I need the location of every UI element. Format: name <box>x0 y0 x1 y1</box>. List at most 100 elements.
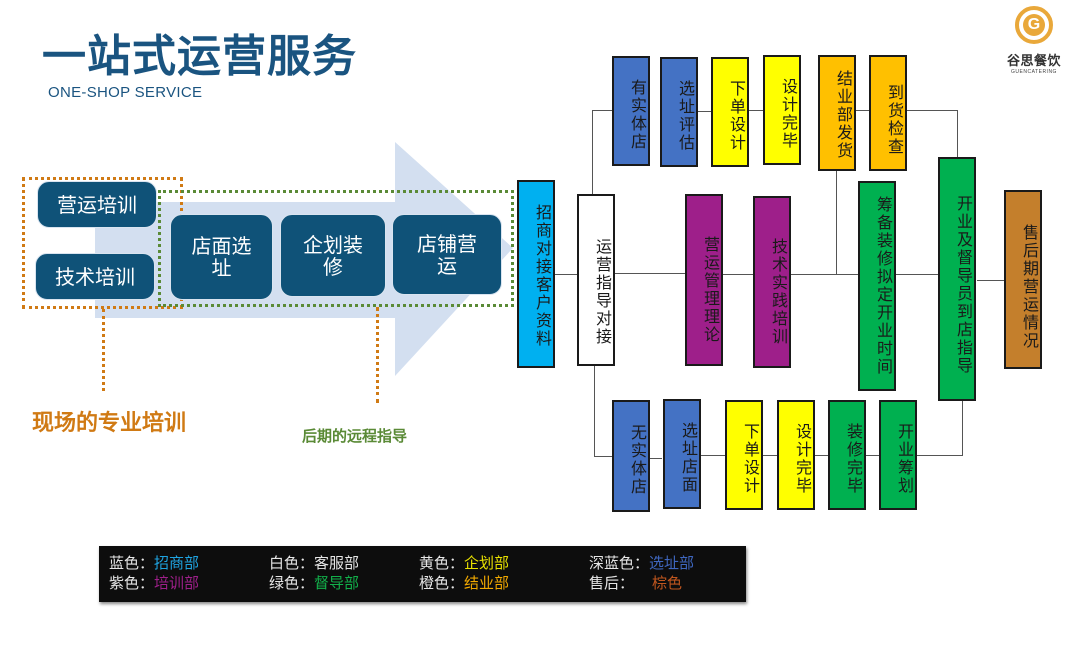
box-ops-guidance-hub[interactable]: 运营指导对接 <box>577 194 615 366</box>
brand-sub: GUENCATERING <box>1011 69 1057 75</box>
connector <box>592 110 614 111</box>
legend-value: 选址部 <box>649 554 695 572</box>
box-investment-client-intake[interactable]: 招商对接客户资料 <box>517 180 555 368</box>
legend-value: 企划部 <box>464 554 510 572</box>
connector <box>856 110 870 111</box>
connector <box>790 274 860 275</box>
connector <box>594 456 614 457</box>
pill-site-selection: 店面选址 <box>170 214 273 300</box>
legend-value: 结业部 <box>464 574 510 592</box>
legend-key: 蓝色： <box>109 554 155 572</box>
box-label: 筹备装修拟定开业时间 <box>874 196 893 376</box>
box-label: 招商对接客户资料 <box>533 204 552 348</box>
color-legend: 蓝色：招商部白色：客服部黄色：企划部深蓝色：选址部紫色：培训部绿色：督导部橙色：… <box>99 546 746 602</box>
box-top-has-store[interactable]: 有实体店 <box>612 56 650 166</box>
connector <box>748 110 764 111</box>
box-bot-select-storefront[interactable]: 选址店面 <box>663 399 701 509</box>
remote-guidance-label: 后期的远程指导 <box>302 427 408 445</box>
page-subtitle: ONE-SHOP SERVICE <box>48 84 203 101</box>
box-bot-renovation-complete[interactable]: 装修完毕 <box>828 400 866 510</box>
box-label: 售后期营运情况 <box>1020 223 1039 350</box>
connector <box>722 274 754 275</box>
box-mid-after-sales[interactable]: 售后期营运情况 <box>1004 190 1042 369</box>
wheat-g-logo-icon: G <box>1015 6 1053 44</box>
box-top-order-design[interactable]: 下单设计 <box>711 57 749 167</box>
box-label: 选址评估 <box>676 80 695 152</box>
connector <box>648 458 662 459</box>
legend-value: 棕色 <box>652 574 683 592</box>
box-label: 技术实践培训 <box>769 238 788 346</box>
connector <box>700 455 728 456</box>
connector <box>977 280 1005 281</box>
legend-key: 深蓝色： <box>589 554 650 572</box>
box-label: 下单设计 <box>727 80 746 152</box>
connector <box>814 455 830 456</box>
legend-item: 蓝色：招商部 <box>109 554 269 573</box>
legend-value: 客服部 <box>314 554 360 572</box>
box-label: 营运管理理论 <box>701 236 720 344</box>
connector <box>957 110 958 158</box>
box-mid-opening-supervision[interactable]: 开业及督导员到店指导 <box>938 157 976 401</box>
logo-letter: G <box>1023 14 1045 36</box>
pill-tech-training: 技术培训 <box>35 253 155 300</box>
box-label: 到货检查 <box>885 84 904 156</box>
pill-design-renovation: 企划装修 <box>280 214 386 297</box>
box-top-site-evaluation[interactable]: 选址评估 <box>660 57 698 167</box>
box-bot-opening-plan[interactable]: 开业筹划 <box>879 400 917 510</box>
connector <box>865 455 881 456</box>
box-label: 无实体店 <box>628 424 647 496</box>
legend-item: 白色：客服部 <box>269 554 419 573</box>
page-title: 一站式运营服务 <box>42 31 357 82</box>
legend-value: 督导部 <box>314 574 360 592</box>
connector <box>592 110 593 194</box>
legend-value: 招商部 <box>154 554 200 572</box>
box-mid-tech-practice[interactable]: 技术实践培训 <box>753 196 791 368</box>
box-label: 下单设计 <box>741 423 760 495</box>
legend-key: 橙色： <box>419 574 465 592</box>
box-label: 有实体店 <box>628 79 647 151</box>
pill-ops-training: 营运培训 <box>37 181 157 228</box>
box-mid-ops-theory[interactable]: 营运管理理论 <box>685 194 723 366</box>
legend-item: 紫色：培训部 <box>109 574 269 593</box>
box-bot-design-complete[interactable]: 设计完毕 <box>777 400 815 510</box>
legend-item: 黄色：企划部 <box>419 554 589 573</box>
box-bot-no-store[interactable]: 无实体店 <box>612 400 650 512</box>
connector <box>836 170 837 274</box>
box-top-delivery-check[interactable]: 到货检查 <box>869 55 907 171</box>
legend-item: 深蓝色：选址部 <box>589 554 739 573</box>
connector <box>907 110 958 111</box>
legend-value: 培训部 <box>154 574 200 592</box>
box-top-shipment[interactable]: 结业部发货 <box>818 55 856 171</box>
box-label: 结业部发货 <box>834 69 853 160</box>
box-label: 开业及督导员到店指导 <box>954 195 973 375</box>
connector <box>896 274 938 275</box>
connector <box>697 111 711 112</box>
box-top-design-complete[interactable]: 设计完毕 <box>763 55 801 165</box>
connector <box>594 366 595 456</box>
pill-store-operation: 店铺营运 <box>392 214 502 295</box>
box-bot-order-design[interactable]: 下单设计 <box>725 400 763 510</box>
brand-name: 谷思餐饮 <box>1006 54 1061 69</box>
box-label: 开业筹划 <box>895 423 914 495</box>
remote-guidance-frame <box>158 190 514 307</box>
box-label: 运营指导对接 <box>593 238 612 346</box>
legend-key: 黄色： <box>419 554 465 572</box>
legend-key: 绿色： <box>269 574 315 592</box>
box-label: 装修完毕 <box>844 423 863 495</box>
legend-key: 售后： <box>589 574 635 592</box>
connector <box>962 400 963 455</box>
legend-key: 紫色： <box>109 574 155 592</box>
connector <box>555 274 577 275</box>
connector <box>615 273 685 274</box>
connector <box>917 455 963 456</box>
onsite-leader-line <box>102 309 105 391</box>
onsite-training-label: 现场的专业培训 <box>32 411 187 436</box>
remote-leader-line <box>376 307 379 403</box>
box-label: 设计完毕 <box>793 423 812 495</box>
box-label: 选址店面 <box>679 422 698 494</box>
legend-item: 售后： 棕色 <box>589 574 739 593</box>
brand-logo: G 谷思餐饮 GUENCATERING <box>996 6 1072 75</box>
box-mid-prep-opening-date[interactable]: 筹备装修拟定开业时间 <box>858 181 896 391</box>
legend-item: 绿色：督导部 <box>269 574 419 593</box>
legend-key: 白色： <box>269 554 315 572</box>
